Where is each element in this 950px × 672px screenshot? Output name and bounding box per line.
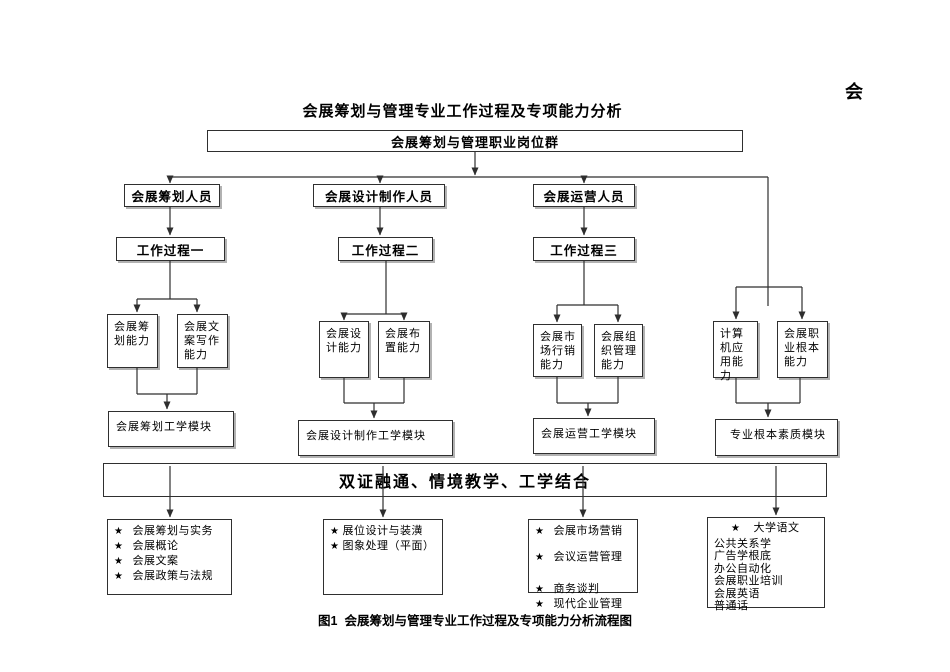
course-item: 广告学根底: [714, 550, 772, 563]
course-label: 现代企业管理: [553, 598, 623, 610]
ability-box-copywriting: 会展文 案写作 能力: [177, 314, 228, 368]
course-label: 公共关系学: [714, 537, 772, 550]
course-label: 普通话: [714, 600, 749, 612]
course-label: 会展英语: [714, 587, 760, 600]
course-item: ★ 会议运营管理: [535, 550, 622, 565]
course-label: 会展概论: [132, 540, 179, 552]
star-icon: ★: [535, 584, 545, 595]
module-box-basic-quality: 专业根本素质模块: [715, 419, 838, 456]
ability-box-planning: 会展筹 划能力: [107, 314, 158, 368]
ability-box-org-management: 会展组 织管理 能力: [594, 324, 643, 377]
star-icon: ★: [114, 526, 124, 537]
figure-caption: 图1 会展筹划与管理专业工作过程及专项能力分析流程图: [318, 614, 632, 628]
course-item: ★图象处理（平面）: [330, 539, 434, 554]
star-icon: ★: [114, 571, 124, 582]
course-item: ★ 会展政策与法规: [114, 569, 213, 584]
role-box-planning: 会展筹划人员: [124, 184, 220, 207]
course-item: ★ 大学语文: [714, 522, 799, 536]
star-icon: ★: [114, 556, 124, 567]
course-item: ★ 会展筹划与实务: [114, 524, 213, 539]
course-item: 公共关系学: [714, 538, 772, 551]
module-box-planning: 会展筹划工学模块: [108, 411, 234, 447]
course-item: 普通话: [714, 600, 749, 613]
course-item: 会展英语: [714, 588, 760, 601]
star-icon: ★: [330, 541, 340, 552]
ability-box-design: 会展设 计能力: [319, 321, 369, 378]
star-icon: ★: [535, 526, 545, 537]
ability-box-computer: 计算 机应 用能 力: [713, 321, 758, 382]
course-item: ★ 会展市场营销: [535, 524, 622, 539]
teaching-mode-banner: 双证融通、情境教学、工学结合: [103, 463, 827, 497]
ability-box-professional-basic: 会展职 业根本 能力: [777, 321, 828, 378]
course-label: 大学语文: [753, 522, 800, 534]
course-label: 会展市场营销: [553, 525, 623, 537]
course-item: ★展位设计与装潢: [330, 524, 423, 539]
course-box-design: ★展位设计与装潢★图象处理（平面）: [323, 519, 443, 595]
process-box-3: 工作过程三: [533, 237, 635, 261]
course-item: ★ 会展文案: [114, 554, 178, 569]
course-label: 办公自动化: [714, 562, 772, 575]
star-icon: ★: [535, 552, 545, 563]
ability-box-layout: 会展布 置能力: [378, 321, 430, 378]
course-label: 展位设计与装潢: [342, 525, 423, 537]
course-item: ★ 会展概论: [114, 539, 178, 554]
course-item: ★ 现代企业管理: [535, 597, 622, 612]
course-label: 会议运营管理: [553, 551, 623, 563]
role-box-operation: 会展运营人员: [533, 184, 635, 207]
course-box-operation: ★ 会展市场营销 ★ 会议运营管理 ★ 商务谈判 ★ 现代企业管理: [528, 519, 638, 610]
module-box-design: 会展设计制作工学模块: [298, 420, 453, 456]
course-label: 广告学根底: [714, 550, 772, 562]
course-label: 商务谈判: [553, 583, 600, 595]
course-label: 会展文案: [132, 555, 179, 567]
ability-box-marketing: 会展市 场行销 能力: [533, 324, 582, 377]
course-box-general: ★ 大学语文公共关系学广告学根底办公自动化会展职业培训会展英语普通话: [707, 517, 825, 612]
star-icon: ★: [114, 541, 124, 552]
process-box-1: 工作过程一: [116, 237, 225, 261]
course-label: 图象处理（平面）: [342, 540, 435, 552]
star-icon: ★: [731, 523, 741, 534]
course-box-planning: ★ 会展筹划与实务 ★ 会展概论 ★ 会展文案 ★ 会展政策与法规: [107, 519, 232, 595]
course-item: ★ 商务谈判: [535, 582, 599, 597]
course-item: 办公自动化: [714, 563, 772, 576]
module-box-operation: 会展运营工学模块: [533, 418, 655, 454]
course-label: 会展政策与法规: [132, 570, 213, 582]
course-label: 会展筹划与实务: [132, 525, 213, 537]
corner-char: 会: [845, 82, 863, 102]
course-label: 会展职业培训: [714, 575, 783, 587]
star-icon: ★: [535, 599, 545, 610]
process-box-2: 工作过程二: [338, 237, 433, 261]
role-box-design: 会展设计制作人员: [313, 184, 445, 207]
star-icon: ★: [330, 526, 340, 537]
course-item: 会展职业培训: [714, 575, 783, 588]
page-title: 会展筹划与管理专业工作过程及专项能力分析: [302, 103, 623, 120]
job-group-box: 会展筹划与管理职业岗位群: [207, 130, 743, 152]
